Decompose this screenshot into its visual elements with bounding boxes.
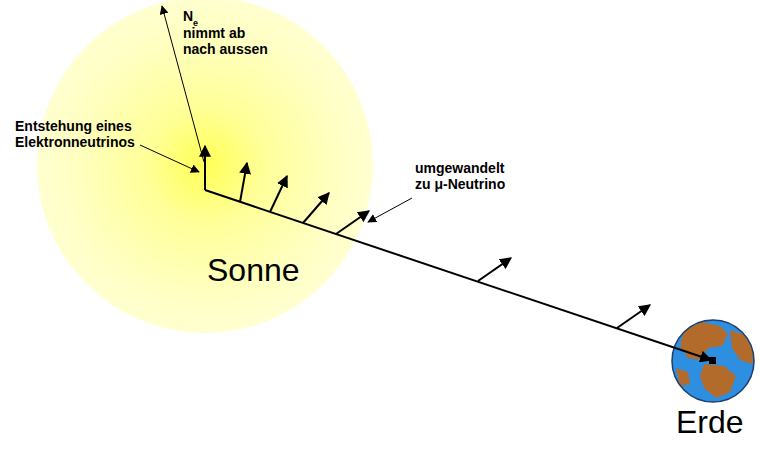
earth-name: Erde — [676, 404, 744, 441]
density-symbol: N — [183, 8, 193, 24]
neutrino-path — [205, 190, 711, 360]
earth — [672, 320, 756, 402]
density-note: nimmt ab nach aussen — [183, 25, 273, 57]
sun — [37, 0, 373, 333]
conversion-note: umgewandelt zu μ-Neutrino — [415, 160, 515, 192]
origin-note: Entstehung eines Elektronneutrinos — [15, 118, 135, 150]
sun-name: Sonne — [207, 252, 300, 289]
detector-dot — [709, 357, 716, 364]
spin-arrows — [205, 146, 650, 328]
leader-arrow — [140, 145, 199, 172]
leader-arrow — [368, 198, 412, 222]
